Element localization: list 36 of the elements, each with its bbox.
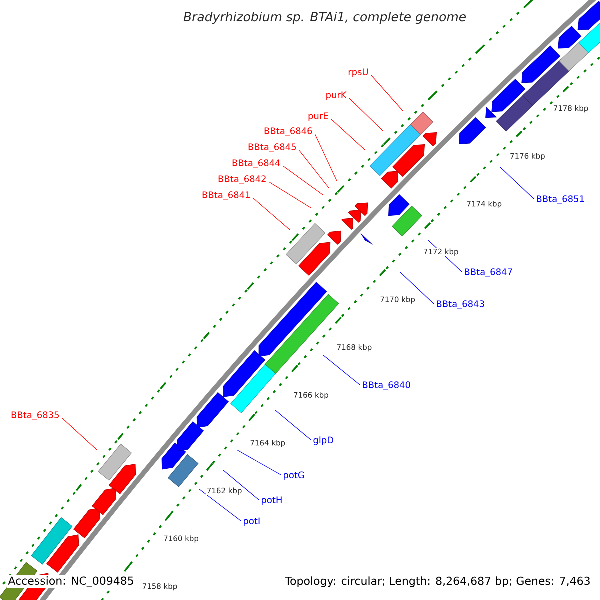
title: Bradyrhizobium sp. BTAi1, complete genome [184, 12, 466, 24]
gene-label: BBta_6844 [232, 160, 280, 168]
leader-line [198, 488, 242, 522]
gene-label: potH [262, 496, 282, 506]
gene-label: rpsU [348, 68, 368, 78]
leader-line [298, 150, 330, 188]
leader-line [274, 410, 312, 440]
leader-line [314, 134, 338, 182]
gene-label: BBta_6835 [12, 412, 59, 420]
leader-line [236, 450, 282, 476]
gene-label: BBta_6843 [437, 300, 484, 310]
gene-label: BBta_6851 [537, 196, 584, 204]
gene-label: purE [308, 112, 328, 122]
gene-label: BBta_6842 [218, 176, 266, 184]
accession-text: Accession: NC_009485 [7, 576, 136, 588]
leader-line [500, 166, 534, 200]
leader-line [330, 118, 366, 150]
gene-label: BBta_6845 [248, 144, 296, 152]
leader-line [252, 198, 290, 230]
gene-label: BBta_6847 [465, 268, 512, 278]
gene-label: BBta_6841 [202, 192, 250, 200]
gene-label: potG [284, 472, 304, 480]
leader-line [370, 74, 404, 112]
gene-label: BBta_6840 [363, 382, 410, 390]
leader-line [282, 166, 324, 196]
gene-label: glpD [314, 436, 334, 446]
genome-summary: Topology: circular; Length: 8,264,687 bp; Genes: 7,463 [284, 576, 592, 588]
leader-line [348, 98, 384, 132]
leader-line [400, 272, 434, 304]
leader-line [222, 470, 260, 500]
leader-line [62, 418, 98, 450]
leader-line [268, 182, 312, 208]
gene-label: purK [326, 92, 347, 100]
gene-label: potI [244, 518, 260, 526]
leader-line [322, 354, 360, 386]
gene-label: BBta_6846 [264, 128, 312, 136]
